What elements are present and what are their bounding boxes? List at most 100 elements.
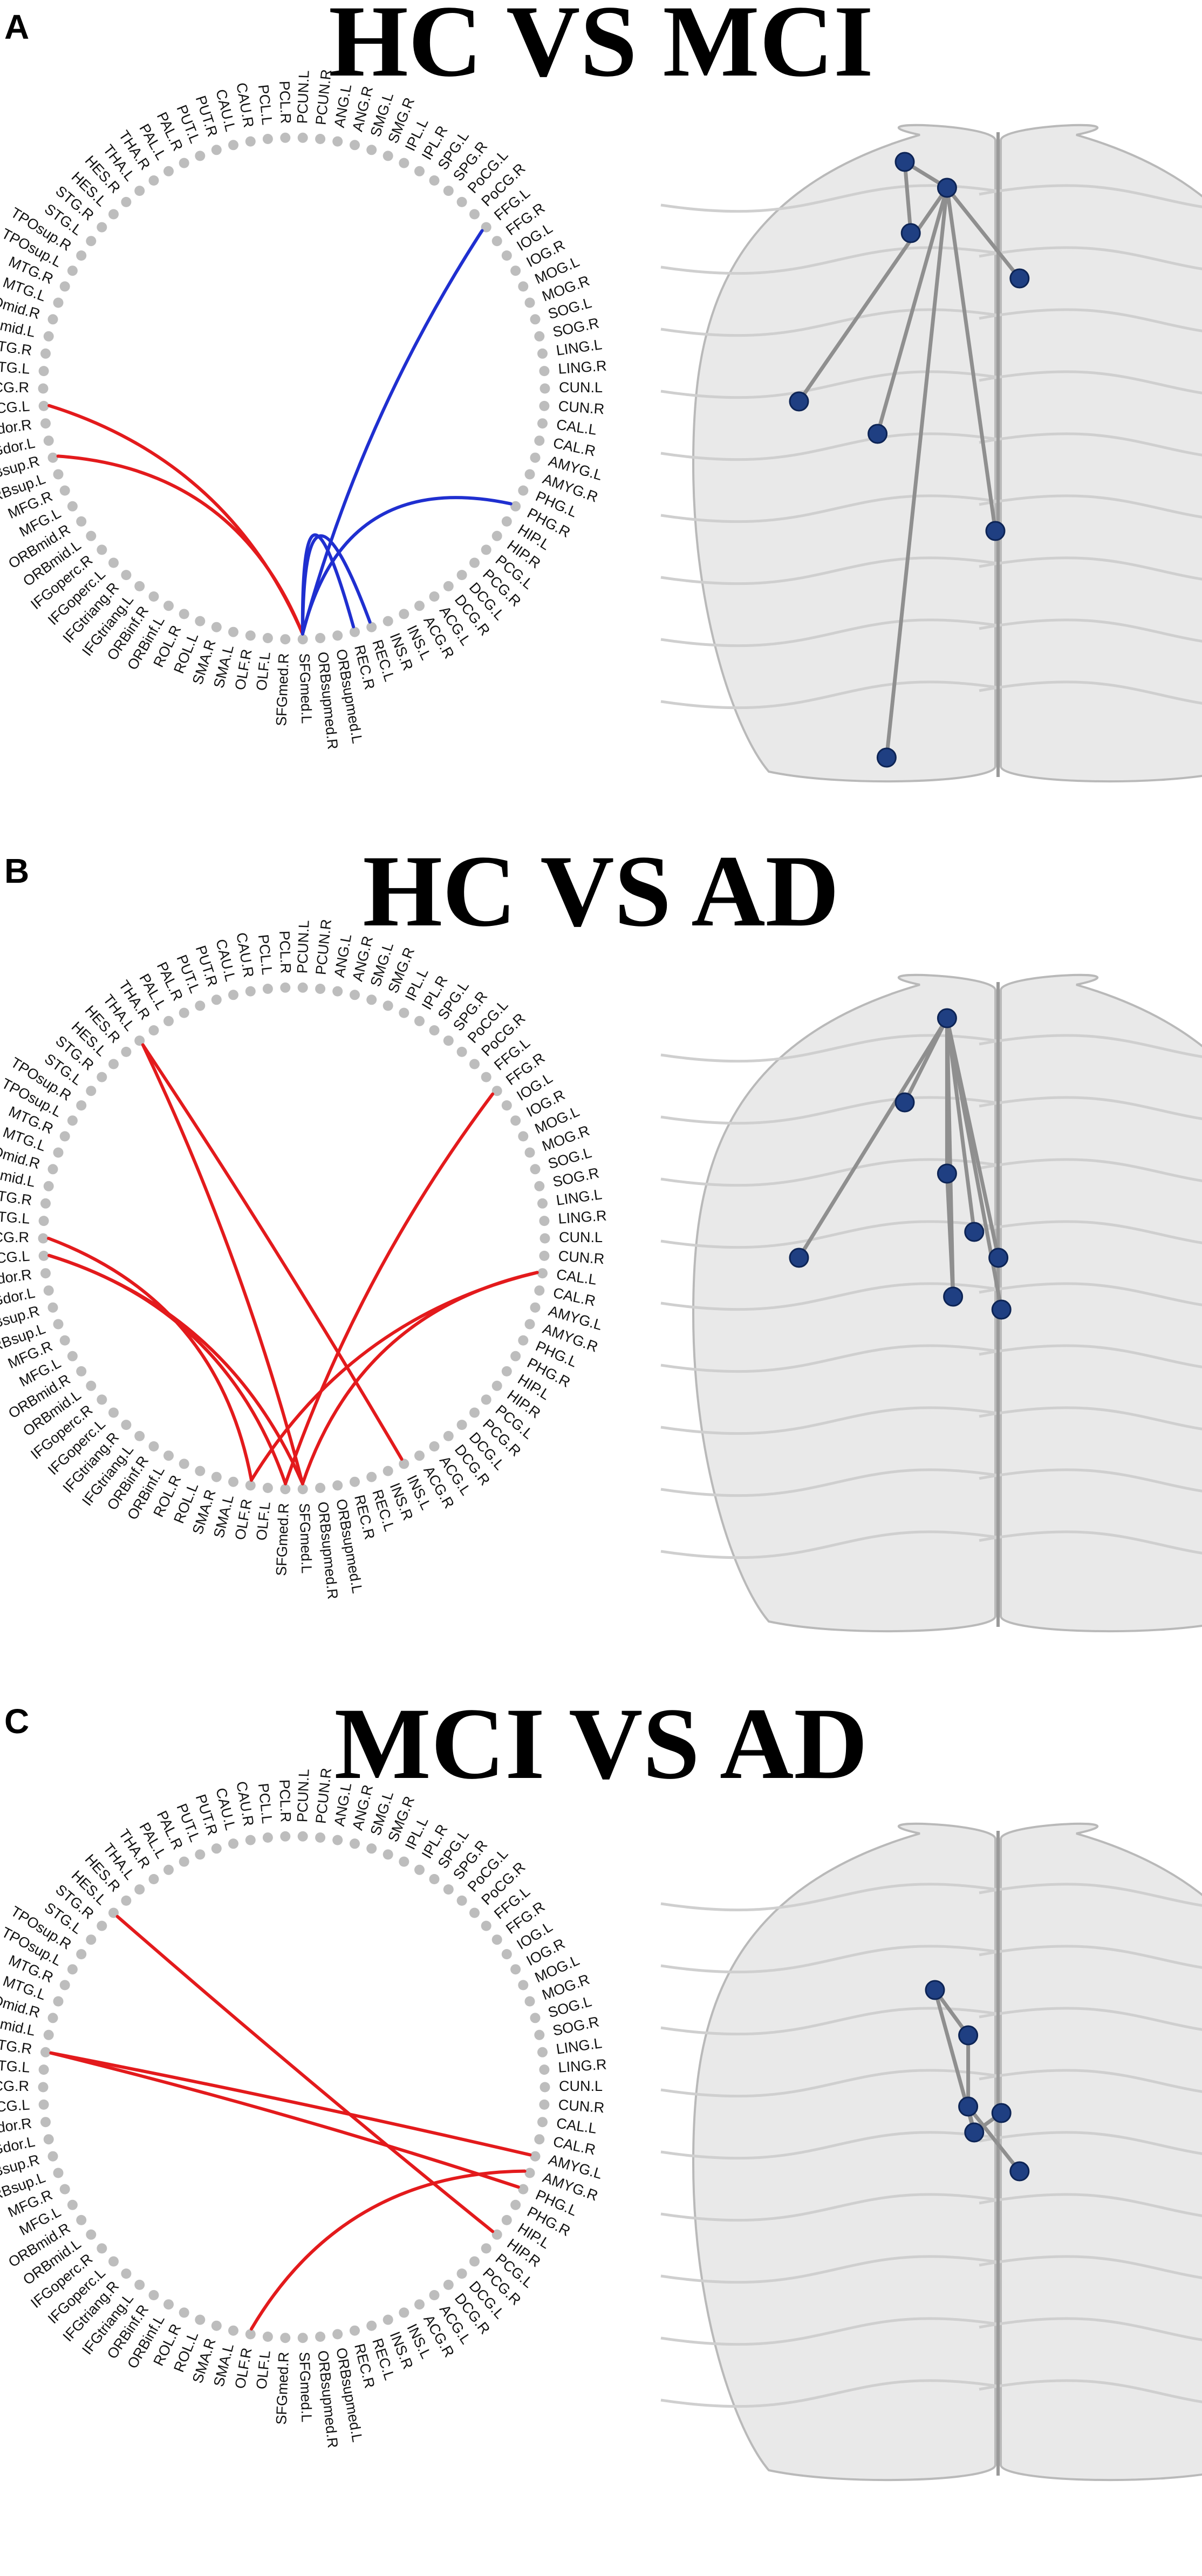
connection-chord (300, 533, 356, 636)
gyrus-line (979, 2007, 1202, 2031)
region-label: CUN.R (558, 1248, 605, 1267)
ring-node (43, 1181, 54, 1191)
ring-node (534, 2134, 545, 2145)
ring-node (443, 581, 454, 591)
gyrus-line (979, 1530, 1202, 1555)
ring-node (534, 1285, 545, 1296)
ring-node (47, 1302, 58, 1313)
connection-chord (115, 1914, 495, 2233)
ring-node (38, 2082, 49, 2093)
ring-node (481, 1920, 491, 1931)
ring-node (350, 1476, 360, 1487)
ring-node (539, 366, 550, 377)
ring-node (530, 1302, 541, 1313)
ring-node (67, 1351, 78, 1361)
ring-node (456, 2268, 467, 2279)
ring-node (262, 1832, 273, 1843)
ring-node (510, 265, 521, 276)
gyrus-line (660, 2131, 1017, 2160)
ring-node (456, 570, 467, 581)
ring-node (228, 2325, 238, 2336)
gyrus-line (660, 432, 1017, 461)
ring-node (134, 186, 145, 196)
gyrus-line (660, 2317, 1017, 2346)
gyrus-line (979, 432, 1202, 456)
ring-node (481, 1394, 491, 1405)
gyrus-line (660, 1406, 1017, 1435)
ring-node (491, 236, 502, 247)
region-label: CUN.L (559, 379, 603, 396)
ring-node (297, 982, 308, 993)
ring-node (530, 2151, 541, 2162)
ring-node (469, 1059, 480, 1069)
ring-node (537, 2117, 548, 2128)
gyrus-line (979, 184, 1202, 208)
ring-node (443, 186, 454, 196)
ring-node (537, 418, 548, 429)
brain-node (868, 424, 888, 444)
brain-edge (903, 160, 913, 235)
right-hemisphere (1000, 1822, 1202, 2482)
panel-title: MCI VS AD (334, 1687, 868, 1801)
brain-edge (945, 186, 1022, 281)
ring-node (179, 1007, 189, 1018)
region-label: PCUN.L (294, 70, 312, 124)
ring-node (59, 2184, 70, 2195)
brain-node (991, 2103, 1012, 2123)
ring-node (86, 1380, 97, 1391)
ring-node (228, 140, 238, 151)
ring-node (40, 1268, 51, 1279)
gyrus-line (660, 2193, 1017, 2222)
gyrus-line (660, 1883, 1017, 1912)
ring-node (40, 418, 51, 429)
ring-node (534, 1181, 545, 1191)
ring-node (47, 452, 58, 463)
panel-letter: C (4, 1702, 29, 1741)
ring-node (121, 196, 132, 207)
ring-node (97, 1920, 107, 1931)
brain-edge (945, 186, 998, 533)
ring-node (228, 1476, 238, 1487)
gyrus-line (660, 308, 1017, 337)
gyrus-line (660, 1468, 1017, 1497)
region-label: ITG.L (0, 358, 30, 377)
gyrus-line (979, 1883, 1202, 1907)
ring-node (86, 236, 97, 247)
ring-node (469, 2256, 480, 2267)
ring-node (121, 1420, 132, 1430)
ring-node (414, 166, 425, 176)
ring-node (76, 1366, 87, 1376)
ring-node (456, 1895, 467, 1906)
ring-node (163, 166, 174, 176)
region-label: PCL.R (276, 80, 294, 124)
ring-node (383, 616, 393, 626)
brain-node (937, 178, 957, 198)
brain-edge (797, 1016, 949, 1260)
ring-node (297, 132, 308, 143)
region-label: PCUN.L (294, 1769, 312, 1823)
ring-node (332, 136, 343, 147)
region-label: LING.R (558, 2056, 607, 2076)
gyrus-line (979, 1158, 1202, 1182)
ring-node (67, 265, 78, 276)
ring-node (366, 994, 377, 1005)
gyrus-line (979, 1406, 1202, 1430)
ring-node (280, 2333, 291, 2343)
gyrus-line (979, 2193, 1202, 2217)
ring-node (148, 591, 159, 602)
ring-node (350, 1838, 360, 1849)
gyrus-line (979, 2317, 1202, 2341)
gyrus-line (660, 370, 1017, 399)
connection-chord (141, 1043, 304, 1485)
left-hemisphere (692, 973, 996, 1633)
ring-node (332, 1480, 343, 1491)
ring-node (429, 1441, 440, 1451)
ring-node (148, 175, 159, 186)
region-label: CUN.R (558, 398, 605, 417)
ring-node (108, 1059, 119, 1069)
ring-node (53, 297, 64, 308)
ring-node (38, 400, 49, 411)
region-label: PCL.R (276, 1779, 294, 1823)
ring-node (53, 1147, 64, 1158)
ring-node (332, 2329, 343, 2340)
